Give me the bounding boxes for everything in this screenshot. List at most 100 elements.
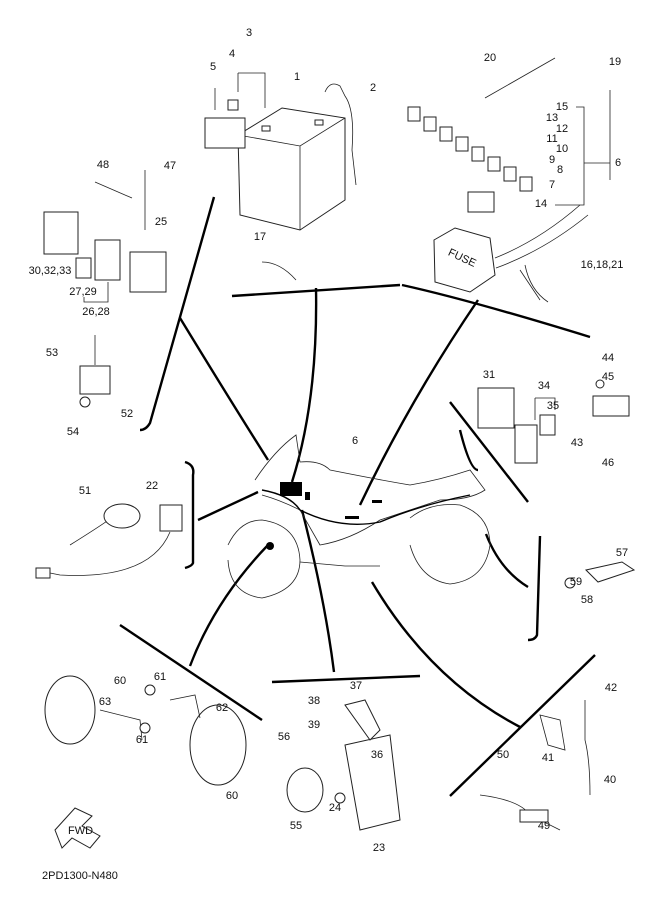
- reflector-section-border: [527, 535, 542, 642]
- callout-label: 10: [556, 143, 568, 155]
- location-dot: [266, 542, 274, 550]
- fuse-section-border: [401, 283, 591, 339]
- pointer-lines: [178, 287, 529, 729]
- callout-label: 15: [556, 101, 568, 113]
- switch-section-border: [449, 401, 529, 503]
- callout-label: 9: [549, 154, 555, 166]
- callout-label: 6: [615, 157, 621, 169]
- relays: [43, 211, 167, 408]
- callout-label: 1: [294, 71, 300, 83]
- callout-label: 34: [538, 380, 550, 392]
- reflector: [564, 561, 636, 589]
- callout-label: 3: [246, 27, 252, 39]
- callout-label: 57: [616, 547, 628, 559]
- motorcycle-outline: [227, 434, 491, 599]
- callout-label: 52: [121, 408, 133, 420]
- callout-label: 4: [229, 48, 235, 60]
- callout-label: 51: [79, 485, 91, 497]
- callout-label: 13: [546, 112, 558, 124]
- battery-location-mark: [280, 482, 302, 496]
- callout-label: 60: [114, 675, 126, 687]
- callout-label: 11: [546, 133, 557, 145]
- callout-label: 8: [557, 164, 563, 176]
- callout-label: 54: [67, 426, 79, 438]
- fuse-box: [433, 191, 589, 303]
- callout-label: 12: [556, 123, 568, 135]
- horn-section-border: [271, 674, 421, 684]
- callout-label: 43: [571, 437, 583, 449]
- fuse: [423, 116, 437, 132]
- fwd-arrow-icon: FWD: [54, 807, 101, 849]
- callout-label: 56: [278, 731, 290, 743]
- fuses: [407, 106, 533, 192]
- callout-label: 47: [164, 160, 176, 172]
- callout-label: 40: [604, 774, 616, 786]
- starter-relay: [204, 88, 246, 149]
- callout-label: 20: [484, 52, 496, 64]
- callout-label: 14: [535, 198, 547, 210]
- callout-label: 17: [254, 231, 266, 243]
- callout-label: 23: [373, 842, 385, 854]
- callout-label: 49: [538, 820, 550, 832]
- switches-right: [477, 379, 630, 464]
- fuse: [471, 146, 485, 162]
- section-outlines: [119, 196, 596, 797]
- callout-label: 39: [308, 719, 320, 731]
- headlight-parts: [44, 675, 247, 786]
- callout-label: 53: [46, 347, 58, 359]
- callout-label: 7: [549, 179, 555, 191]
- fuse: [503, 166, 517, 182]
- callout-label: 2: [370, 82, 376, 94]
- callout-label: 35: [547, 400, 559, 412]
- relay-section-border: [139, 196, 216, 432]
- sensor-parts: [35, 503, 183, 579]
- callout-label: 60: [226, 790, 238, 802]
- callout-label: 31: [483, 369, 495, 381]
- callout-label: 61: [136, 734, 148, 746]
- horn-parts: [286, 699, 401, 831]
- callout-label: 44: [602, 352, 614, 364]
- callout-label: 45: [602, 371, 614, 383]
- callout-label: 46: [602, 457, 614, 469]
- callout-label: 36: [371, 749, 383, 761]
- callout-label: 48: [97, 159, 109, 171]
- fuse: [439, 126, 453, 142]
- callout-label: 55: [290, 820, 302, 832]
- headlight-section-border: [119, 624, 263, 721]
- fwd-label: FWD: [68, 825, 93, 837]
- drawing-code: 2PD1300-N480: [42, 870, 118, 882]
- callout-label: 16,18,21: [581, 259, 624, 271]
- callout-label: 19: [609, 56, 621, 68]
- callout-label: 5: [210, 61, 216, 73]
- callout-label: 63: [99, 696, 111, 708]
- callout-label: 59: [570, 576, 582, 588]
- fuse: [455, 136, 469, 152]
- callout-label: 24: [329, 802, 341, 814]
- sidestand-section-border: [449, 654, 596, 797]
- battery: [237, 83, 357, 231]
- callout-label: 37: [350, 680, 362, 692]
- harness-route: [261, 482, 471, 525]
- callout-label: 27,29: [69, 286, 97, 298]
- callout-label: 22: [146, 480, 158, 492]
- callout-label: 26,28: [82, 306, 110, 318]
- callout-label: 42: [605, 682, 617, 694]
- fuse: [407, 106, 421, 122]
- callout-label: 62: [216, 702, 228, 714]
- sidestand-switch-parts: [479, 700, 591, 831]
- sensor-section-border: [184, 460, 195, 570]
- fuse: [487, 156, 501, 172]
- callout-label: 41: [542, 752, 554, 764]
- callout-label: 38: [308, 695, 320, 707]
- callout-label: 61: [154, 671, 166, 683]
- clamps-ties: [94, 57, 611, 281]
- bracket-lines: [83, 72, 610, 420]
- callout-label: 6: [352, 435, 358, 447]
- callout-label: 58: [581, 594, 593, 606]
- callout-label: 25: [155, 216, 167, 228]
- fuse: [519, 176, 533, 192]
- callout-label: 50: [497, 749, 509, 761]
